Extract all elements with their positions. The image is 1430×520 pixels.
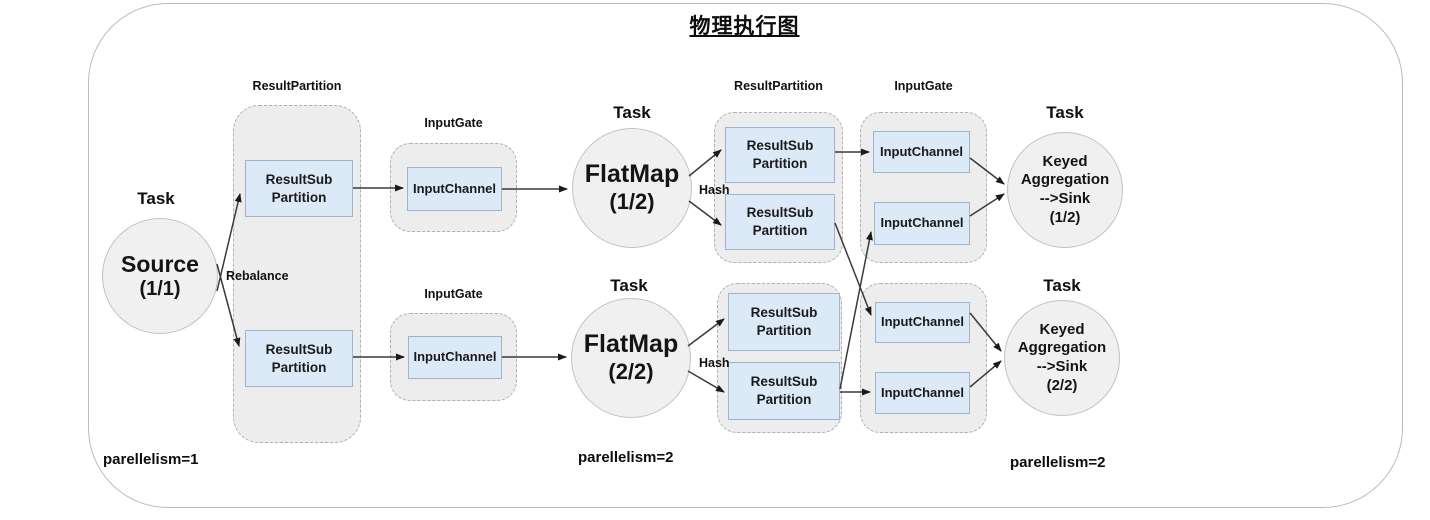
node-source-name: Source xyxy=(121,250,199,277)
input-gate-label-bottom-left: InputGate xyxy=(424,287,483,301)
node-keyed-agg-1: Keyed Aggregation -->Sink (1/2) xyxy=(1007,132,1123,248)
result-sub-partition-top-right-1: ResultSub Partition xyxy=(725,127,835,183)
result-sub-partition-text: ResultSub xyxy=(746,138,814,154)
rebalance-edge-label: Rebalance xyxy=(226,269,289,283)
task-label-source: Task xyxy=(137,189,175,208)
input-channel-text: InputChannel xyxy=(880,215,964,231)
result-sub-partition-text: ResultSub xyxy=(750,305,818,321)
diagram-title: 物理执行图 xyxy=(689,15,800,38)
task-label-flatmap-1: Task xyxy=(613,103,651,122)
input-channel-text: InputChannel xyxy=(412,180,497,196)
node-keyed-agg-1-line3: -->Sink xyxy=(1039,190,1091,207)
node-keyed-agg-2-line1: Keyed xyxy=(1039,320,1085,338)
result-partition-label-left: ResultPartition xyxy=(252,79,342,93)
result-sub-partition-text: ResultSub xyxy=(746,205,814,221)
input-channel-text: InputChannel xyxy=(880,384,965,400)
result-sub-partition-text: Partition xyxy=(756,323,812,338)
node-keyed-agg-2-index: (2/2) xyxy=(1046,376,1078,394)
task-label-flatmap-2: Task xyxy=(610,276,648,295)
input-channel-top-right-2: InputChannel xyxy=(874,202,970,245)
result-sub-partition-bottom-right-2: ResultSub Partition xyxy=(728,362,840,420)
hash-edge-label-top: Hash xyxy=(699,183,730,197)
parallelism-label-source: parellelism=1 xyxy=(103,451,199,468)
node-keyed-agg-2: Keyed Aggregation -->Sink (2/2) xyxy=(1004,300,1120,416)
node-flatmap-1-index: (1/2) xyxy=(609,189,655,215)
result-sub-partition-text: Partition xyxy=(271,189,327,205)
result-sub-partition-text: Partition xyxy=(756,392,812,407)
input-channel-bottom-right-1: InputChannel xyxy=(875,302,970,343)
node-flatmap-2-index: (2/2) xyxy=(608,359,654,385)
input-channel-bottom-left: InputChannel xyxy=(408,336,502,379)
result-sub-partition-bottom-right-1: ResultSub Partition xyxy=(728,293,840,351)
node-source: Source (1/1) xyxy=(102,218,218,334)
input-channel-text: InputChannel xyxy=(879,143,964,159)
node-keyed-agg-2-line2: Aggregation xyxy=(1017,339,1107,357)
node-keyed-agg-1-index: (1/2) xyxy=(1049,208,1081,226)
input-channel-text: InputChannel xyxy=(413,349,497,365)
node-keyed-agg-1-line2: Aggregation xyxy=(1020,171,1110,189)
result-sub-partition-text: ResultSub xyxy=(265,171,333,187)
result-partition-label-right: ResultPartition xyxy=(734,79,823,93)
input-gate-label-top-right: InputGate xyxy=(894,79,953,93)
hash-edge-label-bottom: Hash xyxy=(699,356,730,370)
result-sub-partition-text: ResultSub xyxy=(265,341,333,357)
node-flatmap-1: FlatMap (1/2) xyxy=(572,128,692,248)
node-keyed-agg-2-line3: -->Sink xyxy=(1036,358,1088,375)
result-sub-partition-text: Partition xyxy=(271,359,327,375)
node-flatmap-2-name: FlatMap xyxy=(583,330,679,359)
result-sub-partition-top-right-2: ResultSub Partition xyxy=(725,194,835,250)
parallelism-label-flatmap: parellelism=2 xyxy=(578,449,674,466)
parallelism-label-sink: parellelism=2 xyxy=(1010,454,1106,471)
task-label-keyed-agg-1: Task xyxy=(1046,103,1084,122)
input-channel-bottom-right-2: InputChannel xyxy=(875,372,970,414)
result-sub-partition-text: Partition xyxy=(752,223,808,238)
result-sub-partition-text: Partition xyxy=(752,156,808,171)
result-sub-partition-left-1: ResultSub Partition xyxy=(245,160,353,217)
task-label-keyed-agg-2: Task xyxy=(1043,276,1081,295)
input-gate-label-top-left: InputGate xyxy=(424,116,483,130)
node-keyed-agg-1-line1: Keyed xyxy=(1042,152,1088,170)
node-flatmap-2: FlatMap (2/2) xyxy=(571,298,691,418)
result-sub-partition-left-2: ResultSub Partition xyxy=(245,330,353,387)
node-flatmap-1-name: FlatMap xyxy=(584,160,680,189)
input-channel-top-left: InputChannel xyxy=(407,167,502,211)
result-sub-partition-text: ResultSub xyxy=(750,374,818,390)
node-source-index: (1/1) xyxy=(139,278,181,301)
input-channel-top-right-1: InputChannel xyxy=(873,131,970,173)
input-channel-text: InputChannel xyxy=(880,314,965,330)
